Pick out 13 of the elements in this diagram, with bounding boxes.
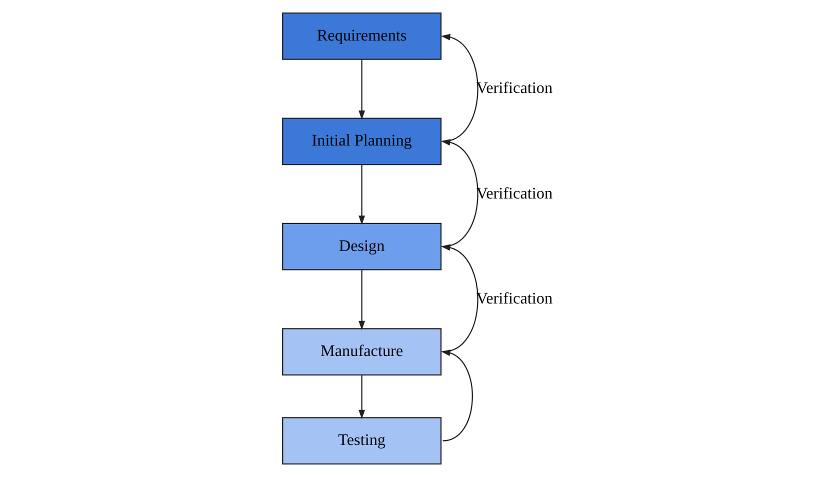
arrow <box>440 350 472 442</box>
arrow <box>358 60 365 120</box>
node-box: Design <box>282 222 442 270</box>
node-box: Manufacture <box>282 328 442 376</box>
arrow <box>440 139 478 248</box>
arrow <box>440 34 478 142</box>
arrow <box>358 375 365 420</box>
arrow <box>358 270 365 330</box>
node-box: Requirements <box>282 12 442 60</box>
arrow <box>358 164 365 225</box>
node-box: Initial Planning <box>282 118 442 166</box>
arrow <box>440 244 478 352</box>
node-box: Testing <box>282 417 442 464</box>
